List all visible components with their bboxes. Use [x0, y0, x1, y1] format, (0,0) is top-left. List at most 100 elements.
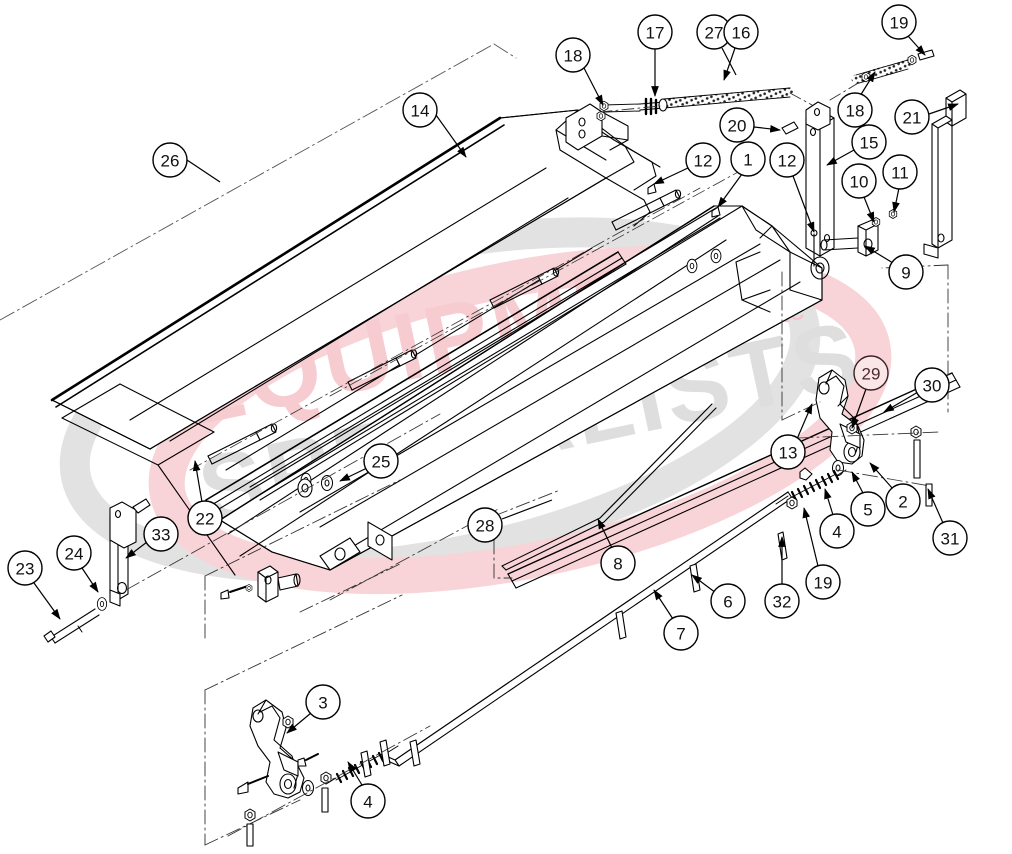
callout-balloon-4b[interactable]: 4 — [819, 513, 855, 549]
callout-balloon-7[interactable]: 7 — [663, 615, 699, 651]
callout-circle-17 — [637, 14, 673, 50]
cable-right-phantom — [829, 81, 861, 101]
callout-number-16: 16 — [732, 24, 751, 43]
callout-leader-13 — [796, 403, 813, 440]
part-7-torsion-shaft-lower — [385, 491, 793, 767]
callout-number-26: 26 — [161, 152, 180, 171]
part-21-flat-bar-long — [923, 115, 953, 259]
callout-circle-16 — [723, 14, 759, 50]
bottom-shaft-pins — [360, 739, 421, 778]
callout-balloon-30[interactable]: 30 — [914, 367, 950, 403]
callout-balloon-18b[interactable]: 18 — [837, 92, 873, 128]
callout-balloon-11[interactable]: 11 — [882, 154, 918, 190]
callout-balloon-1[interactable]: 1 — [730, 141, 766, 177]
callout-leader-22 — [192, 460, 203, 503]
callout-number-3: 3 — [318, 694, 327, 713]
part-33-mount-bar — [109, 501, 137, 607]
callout-balloon-27[interactable]: 27 — [696, 14, 732, 50]
callout-circle-22 — [187, 500, 223, 536]
callout-leader-21 — [928, 103, 959, 115]
part-4-spring-right — [775, 469, 847, 510]
part-22-cylinder-bottom — [207, 423, 278, 465]
callout-balloon-24[interactable]: 24 — [56, 535, 92, 571]
callout-balloon-32[interactable]: 32 — [764, 583, 800, 619]
callout-circle-2 — [885, 483, 921, 519]
callout-balloon-20[interactable]: 20 — [719, 107, 755, 143]
callout-circle-10 — [841, 163, 877, 199]
callout-number-19a: 19 — [890, 14, 909, 33]
callout-balloon-13[interactable]: 13 — [770, 434, 806, 470]
callout-balloon-29[interactable]: 29 — [853, 355, 889, 391]
callout-balloon-16[interactable]: 16 — [723, 14, 759, 50]
callout-number-23: 23 — [16, 560, 35, 579]
callout-number-6: 6 — [723, 593, 732, 612]
callout-balloon-4a[interactable]: 4 — [350, 783, 386, 819]
callout-balloon-25[interactable]: 25 — [363, 443, 399, 479]
callout-leader-28 — [501, 499, 553, 520]
callout-balloon-3[interactable]: 3 — [305, 684, 341, 720]
callout-number-14: 14 — [411, 102, 430, 121]
callout-leader-5 — [851, 471, 864, 494]
callout-balloon-12a[interactable]: 12 — [685, 142, 721, 178]
callout-circle-24 — [56, 535, 92, 571]
callout-circle-18b — [837, 92, 873, 128]
callout-balloon-14[interactable]: 14 — [402, 92, 438, 128]
callout-circle-31 — [932, 520, 968, 556]
callout-balloon-21[interactable]: 21 — [894, 99, 930, 135]
callout-leader-8 — [597, 518, 613, 549]
callout-circle-32 — [764, 583, 800, 619]
cylinder-centerlines — [189, 159, 761, 471]
callout-balloon-8[interactable]: 8 — [600, 545, 636, 581]
callout-circle-4b — [819, 513, 855, 549]
callout-balloon-9[interactable]: 9 — [888, 254, 924, 290]
callout-balloon-19b[interactable]: 19 — [805, 564, 841, 600]
callout-balloon-19a[interactable]: 19 — [881, 4, 917, 40]
part-9-pin — [820, 237, 859, 251]
part-15-upright-bracket — [805, 101, 835, 257]
part-3-pivot-arm-bottom — [249, 699, 305, 799]
callout-number-19b: 19 — [814, 574, 833, 593]
callout-balloon-15[interactable]: 15 — [851, 124, 887, 160]
callout-circle-7 — [663, 615, 699, 651]
callout-circle-23 — [7, 550, 43, 586]
callout-leader-4 — [347, 761, 363, 786]
callout-leader-12 — [653, 166, 691, 185]
callout-balloon-17[interactable]: 17 — [637, 14, 673, 50]
callout-balloon-26[interactable]: 26 — [152, 142, 188, 178]
callout-number-33: 33 — [152, 526, 171, 545]
callout-balloon-6[interactable]: 6 — [710, 583, 746, 619]
callout-number-25: 25 — [372, 453, 391, 472]
callout-leader-23 — [33, 582, 61, 620]
part-33-bolt-top — [132, 498, 151, 514]
callout-balloon-12b[interactable]: 12 — [769, 142, 805, 178]
callout-leader-33 — [125, 541, 148, 559]
callout-circle-8 — [600, 545, 636, 581]
callout-balloon-31[interactable]: 31 — [932, 520, 968, 556]
callout-balloon-23[interactable]: 23 — [7, 550, 43, 586]
callout-leader-30 — [883, 391, 919, 413]
callout-circle-13 — [770, 434, 806, 470]
part-16b-cable-assembly-right — [851, 49, 935, 85]
callout-leader-27 — [721, 47, 737, 76]
callout-circle-14 — [402, 92, 438, 128]
callout-circle-26 — [152, 142, 188, 178]
callout-balloon-5[interactable]: 5 — [850, 491, 886, 527]
callout-number-29: 29 — [862, 365, 881, 384]
callout-balloon-10[interactable]: 10 — [841, 163, 877, 199]
callout-number-15: 15 — [860, 134, 879, 153]
callout-leader-9 — [864, 245, 894, 264]
callout-circle-12a — [685, 142, 721, 178]
callout-circle-3 — [305, 684, 341, 720]
callout-balloon-18a[interactable]: 18 — [555, 37, 591, 73]
callout-leader-25 — [339, 467, 368, 482]
callout-circle-28 — [467, 507, 503, 543]
callout-balloon-2[interactable]: 2 — [885, 483, 921, 519]
callout-number-8: 8 — [613, 555, 622, 574]
callout-balloon-22[interactable]: 22 — [187, 500, 223, 536]
callout-balloon-28[interactable]: 28 — [467, 507, 503, 543]
callout-leader-31 — [927, 488, 944, 524]
callout-leader-11 — [892, 187, 900, 213]
part-14-cover-panel — [50, 109, 661, 576]
callout-balloon-33[interactable]: 33 — [143, 516, 179, 552]
